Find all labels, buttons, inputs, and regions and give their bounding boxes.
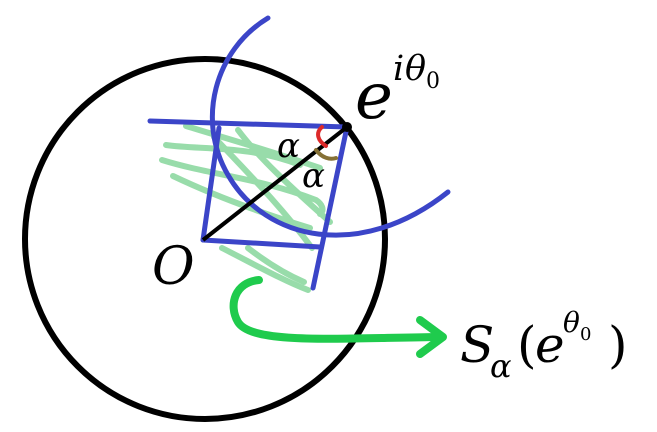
label-alpha-lower: α <box>302 156 325 196</box>
label-region-base: e <box>535 316 565 374</box>
right-side <box>310 124 350 291</box>
arrow-shaft <box>229 276 444 343</box>
stolz-angle-lines <box>147 118 350 291</box>
lower-side <box>200 237 323 250</box>
angle-marker-olive <box>314 148 338 161</box>
label-region-sup-sub: 0 <box>580 324 591 345</box>
label-region-close-paren: ) <box>608 316 628 374</box>
label-point-sup-theta: θ <box>405 49 426 89</box>
label-point: e i θ 0 <box>355 49 440 134</box>
label-origin: O <box>152 237 195 297</box>
label-point-sup-sub: 0 <box>426 69 440 94</box>
hatch-stroke <box>219 245 311 293</box>
hatch-stroke <box>211 134 315 251</box>
hatch-stroke <box>245 245 307 285</box>
label-region-sub-alpha: α <box>490 347 512 385</box>
boundary-point <box>342 122 352 132</box>
label-region-s: S <box>460 316 494 374</box>
label-region-open-paren: ( <box>517 316 537 374</box>
angle-marker-red <box>316 125 328 148</box>
label-point-sup-i: i <box>393 49 404 89</box>
region-arrow <box>229 276 447 358</box>
label-region-sup-theta: θ <box>563 306 580 339</box>
label-point-base: e <box>355 60 393 134</box>
label-alpha-upper: α <box>277 126 300 166</box>
unit-circle <box>22 56 388 422</box>
boundary-arc <box>209 15 451 238</box>
label-region: S α ( e θ 0 ) <box>460 306 628 385</box>
arrow-head <box>416 316 447 358</box>
tangent-line <box>147 118 350 130</box>
